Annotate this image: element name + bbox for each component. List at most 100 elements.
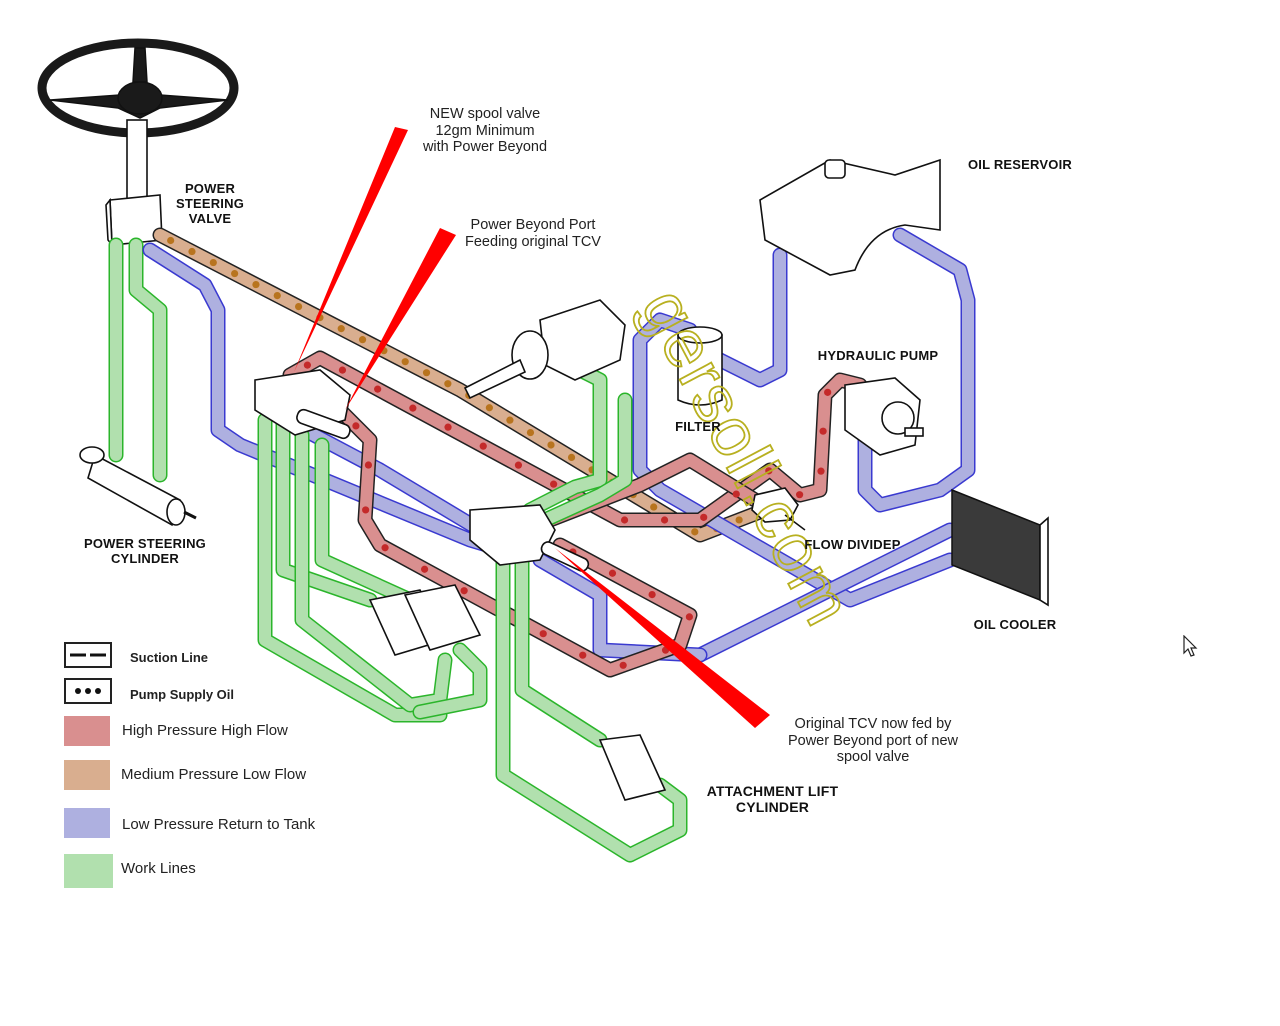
flow-dot [567,453,576,461]
label-power-steering-valve: POWER STEERING VALVE [150,181,270,227]
flow-dot [337,325,345,333]
high-pressure-swatch [64,716,110,746]
flow-dot [444,423,452,431]
flow-dot [700,513,708,521]
flow-dot [796,491,804,499]
label-attachment-lift-cylinder: ATTACHMENT LIFT CYLINDER [690,783,855,815]
pointer-power-beyond-port [345,228,456,410]
label-oil-reservoir: OIL RESERVOIR [968,157,1072,172]
flow-dot [817,467,825,475]
flow-divider [751,487,806,531]
mouse-cursor-icon [1183,635,1198,657]
legend-item-work-lines [64,854,113,888]
flow-dot [381,544,389,552]
spool-cylinders [368,584,667,801]
flow-dot [362,506,370,514]
annotation-line: Original TCV now fed by [794,716,952,732]
pump-supply-dots-icon [64,678,112,704]
flow-dot [526,428,535,437]
label-flow-divider: FLOW DIVIDEP [804,537,901,552]
flow-dot [338,366,347,374]
flow-dot [374,385,382,393]
legend-label: Suction Line [130,650,208,665]
flow-dot [401,358,409,366]
flow-dot [579,651,587,659]
flow-dot [460,587,468,595]
return-lines-system [287,227,976,663]
annotation-line: Feeding original TCV [465,233,601,250]
flow-dot [732,490,740,498]
flow-dot [691,528,699,536]
flow-dot [444,380,452,388]
flow-dot [619,661,627,669]
power-steering-cylinder [79,446,197,527]
flow-dot [650,503,658,511]
tcv-work-lines [495,362,688,863]
flow-dot [506,416,514,424]
flow-dot [547,441,555,449]
filter-component [677,326,723,406]
suction-line-icon [64,642,112,668]
flow-dot [824,388,832,396]
flow-dot [765,467,773,475]
flow-dot [364,461,373,469]
annotation-power-beyond-port: Power Beyond Port Feeding original TCV [448,217,618,250]
flow-dot [685,613,693,621]
legend-label: Pump Supply Oil [130,687,235,702]
legend-item-medium-pressure [64,760,110,790]
legend-label: High Pressure High Flow [122,722,288,739]
flow-dot [209,258,217,267]
flow-dot [539,630,547,638]
annotation-line: Power Beyond port of new [787,732,959,749]
flow-dot [273,291,281,300]
label-text: POWER STEERING VALVE [175,181,245,226]
flow-dot [252,280,260,289]
legend-label: Medium Pressure Low Flow [121,766,307,783]
flow-dot [409,404,417,412]
pointer-original-tcv [555,548,770,728]
annotation-line: with Power Beyond [422,139,548,156]
flow-dot [479,442,487,450]
legend-item-low-pressure [64,808,110,838]
annotation-new-spool-valve: NEW spool valve 12gm Minimum with Power … [400,106,570,156]
label-power-steering-cylinder: POWER STEERING CYLINDER [60,536,230,567]
label-oil-cooler: OIL COOLER [973,617,1057,632]
watermark-text: gersoll.com [627,276,868,638]
oil-reservoir [759,158,941,276]
flow-dot [819,427,827,435]
annotation-line: NEW spool valve [429,106,541,122]
flow-dot [352,422,360,430]
flow-dot [608,569,617,577]
flow-dot [648,590,656,599]
label-filter: FILTER [675,419,721,434]
hydraulic-motor [463,299,626,400]
legend-label: Work Lines [121,860,196,877]
annotation-original-tcv: Original TCV now fed by Power Beyond por… [773,716,973,766]
label-hydraulic-pump: HYDRAULIC PUMP [817,348,939,363]
medium-pressure-swatch [64,760,110,790]
legend-item-suction-line [64,642,112,668]
flow-dot [294,303,303,311]
spool-work-lines [257,412,488,723]
new-spool-valve [254,369,351,440]
annotation-line: spool valve [836,749,910,766]
pointer-new-spool-valve [294,127,408,372]
flow-dot [167,236,175,245]
low-pressure-swatch [64,808,110,838]
flow-dot [735,516,743,524]
flow-dot [514,461,523,469]
original-tcv [469,504,590,572]
work-lines-swatch [64,854,113,888]
annotation-line: 12gm Minimum [435,122,535,139]
flow-dot [358,336,367,344]
label-text: POWER STEERING CYLINDER [84,536,206,566]
flow-dot [422,369,431,377]
flow-dot [421,565,429,573]
label-text: ATTACHMENT LIFT CYLINDER [706,783,839,816]
flow-dot [188,247,196,256]
watermark: gersoll.com [626,275,868,639]
flow-dot [485,404,493,412]
annotation-line: Power Beyond Port [470,217,596,233]
flow-dot [620,516,629,524]
